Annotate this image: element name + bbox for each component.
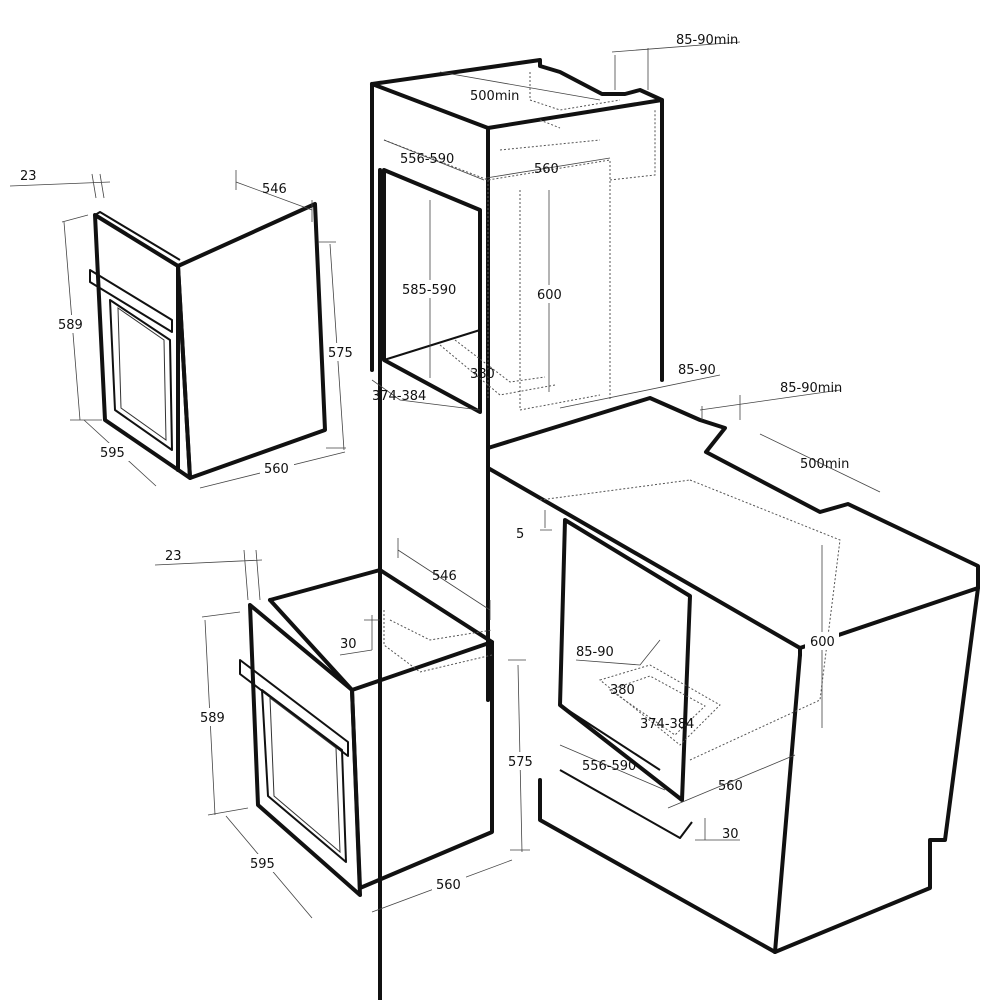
tall-inner-depth-label: 556-590 bbox=[400, 152, 454, 167]
base-vent-front-label: 380 bbox=[610, 683, 635, 698]
base-cabinet-dimensions: 85-90min 500min 5 600 85-90 380 374-384 … bbox=[516, 381, 881, 842]
tall-plinth-gap-label: 85-90 bbox=[678, 363, 716, 378]
oven-bottom-dimensions: 23 546 30 589 575 595 560 bbox=[154, 538, 536, 919]
oven-top-width-front-label: 595 bbox=[100, 446, 125, 461]
tall-vent-front-label: 380 bbox=[470, 367, 495, 382]
oven-bottom bbox=[239, 568, 494, 897]
base-top-gap-label: 5 bbox=[516, 527, 524, 542]
oven-top-depth-front-label: 23 bbox=[20, 169, 37, 184]
tall-cabinet-dimensions: 85-90min 500min 556-590 560 585-590 600 … bbox=[371, 33, 741, 411]
base-cabinet bbox=[486, 396, 980, 954]
oven-top-height-body-label: 575 bbox=[328, 346, 353, 361]
base-inner-width-label: 560 bbox=[718, 779, 743, 794]
oven-top-left bbox=[89, 202, 327, 480]
base-vent-gap-label: 85-90min bbox=[780, 381, 842, 396]
base-rear-depth-label: 500min bbox=[800, 457, 849, 472]
oven-top-left-dimensions: 23 546 589 575 595 560 bbox=[9, 169, 356, 489]
tall-cutout-height-label: 600 bbox=[537, 288, 562, 303]
tall-vent-gap-label: 85-90min bbox=[676, 33, 738, 48]
base-inner-depth-label: 556-590 bbox=[582, 759, 636, 774]
tall-vent-side-label: 374-384 bbox=[372, 389, 426, 404]
base-bottom-gap-label: 30 bbox=[722, 827, 739, 842]
oven-bottom-depth-body-label: 546 bbox=[432, 569, 457, 584]
tall-rear-depth-label: 500min bbox=[470, 89, 519, 104]
oven-bottom-height-front-label: 589 bbox=[200, 711, 225, 726]
oven-bottom-height-body-label: 575 bbox=[508, 755, 533, 770]
base-plinth-gap-label: 85-90 bbox=[576, 645, 614, 660]
oven-bottom-top-gap-label: 30 bbox=[340, 637, 357, 652]
oven-bottom-width-body-label: 560 bbox=[436, 878, 461, 893]
oven-bottom-width-front-label: 595 bbox=[250, 857, 275, 872]
tall-inner-width-label: 560 bbox=[534, 162, 559, 177]
oven-top-width-body-label: 560 bbox=[264, 462, 289, 477]
oven-top-depth-body-label: 546 bbox=[262, 182, 287, 197]
base-vent-side-label: 374-384 bbox=[640, 717, 694, 732]
oven-top-height-front-label: 589 bbox=[58, 318, 83, 333]
tall-niche-height-label: 585-590 bbox=[402, 283, 456, 298]
oven-bottom-depth-front-label: 23 bbox=[165, 549, 182, 564]
base-cutout-height-label: 600 bbox=[810, 635, 835, 650]
tall-cabinet bbox=[370, 58, 664, 1000]
